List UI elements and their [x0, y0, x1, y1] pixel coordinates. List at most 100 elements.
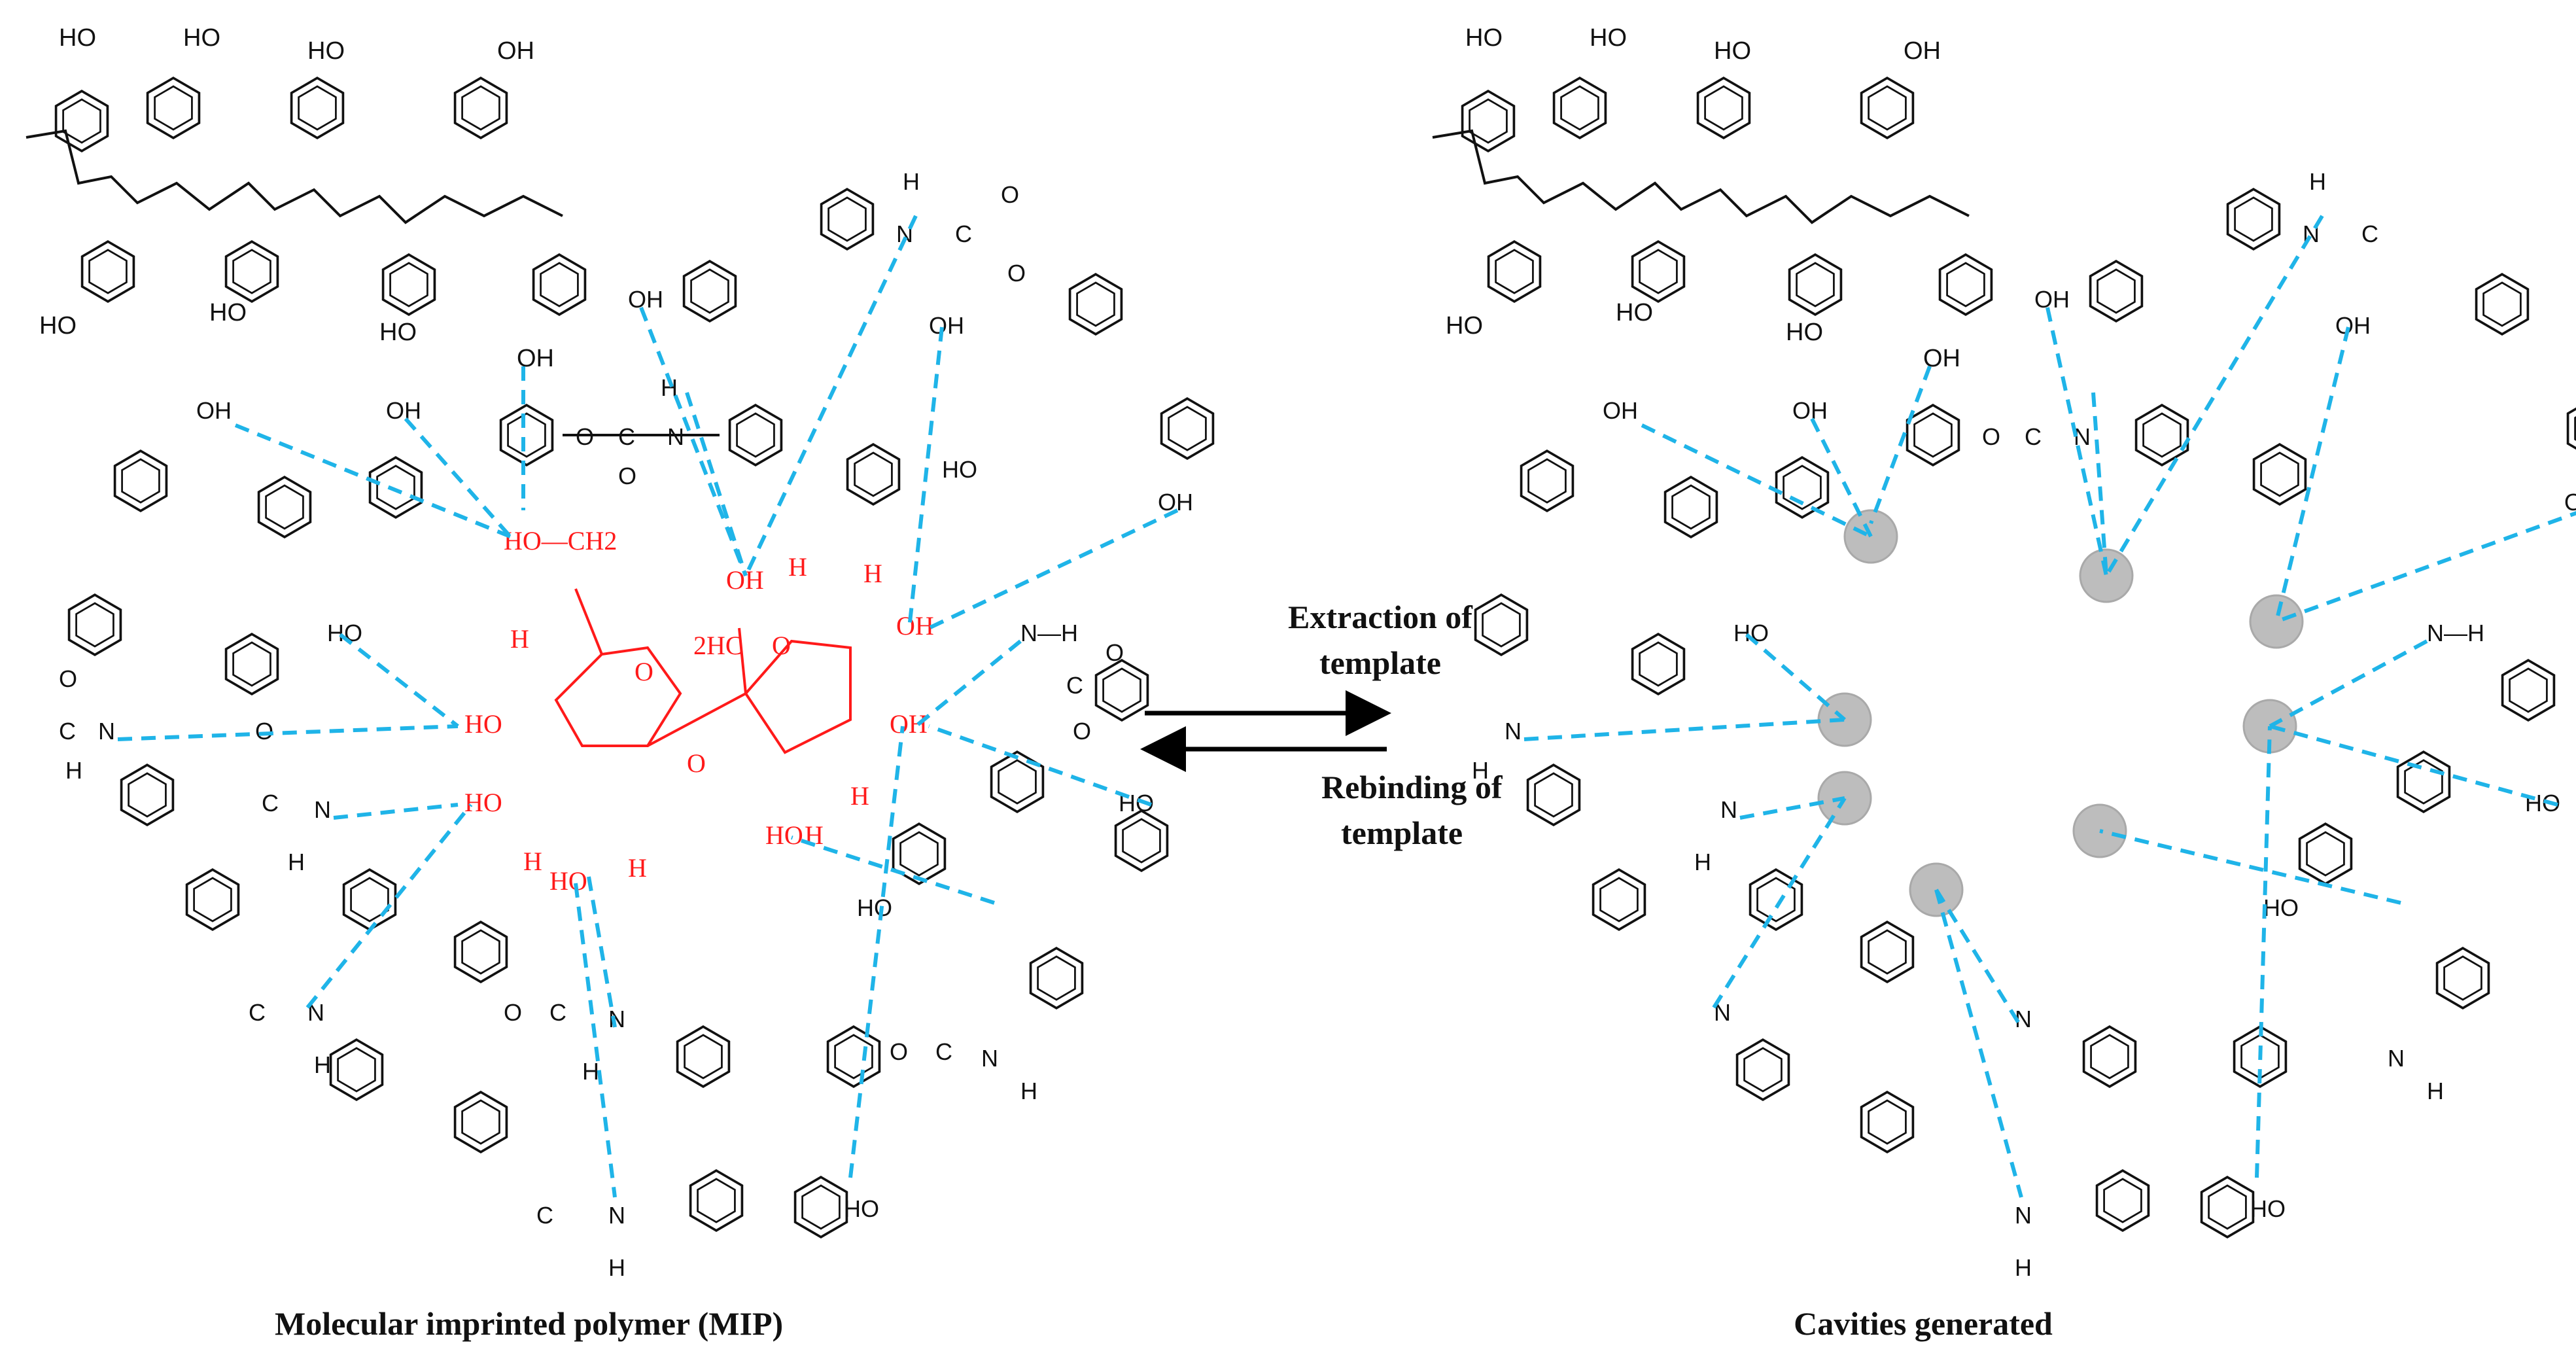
n-label: N	[667, 423, 684, 450]
template-ho-label: HO	[464, 788, 502, 817]
template-ho-label: HO	[765, 820, 803, 850]
n-label: N	[98, 718, 115, 745]
n-label: N	[981, 1045, 998, 1072]
oh-label: HO	[59, 24, 96, 52]
n-label: N	[2074, 423, 2091, 450]
o-label: O	[504, 999, 522, 1026]
h-label: H	[314, 1051, 331, 1078]
template-h-label: H	[510, 624, 529, 654]
oh-label: HO	[1465, 24, 1503, 52]
oh-label: OH	[386, 397, 421, 424]
template-oh-label: OH	[896, 611, 934, 641]
hydrogen-bonds-left	[117, 215, 1179, 1198]
n-label: N	[1505, 718, 1522, 745]
h-label: H	[1694, 849, 1711, 875]
oh-label: OH	[628, 286, 663, 313]
o-label: O	[890, 1038, 908, 1065]
rebinding-label-line2: template	[1341, 815, 1463, 851]
extraction-label-line2: template	[1319, 644, 1441, 681]
oh-label: OH	[1904, 37, 1941, 65]
template-h-label: H	[863, 559, 882, 588]
sucrose-template: HO—CH2 2HC OH OH OH HO HO HO HO O O O H …	[464, 526, 934, 896]
template-o-label: O	[772, 631, 791, 660]
h-label: H	[1472, 757, 1489, 784]
ho-label: HO	[1446, 312, 1483, 340]
c-label: C	[955, 220, 972, 247]
ho-label: HO	[844, 1195, 879, 1222]
template-oh-label: OH	[726, 565, 764, 595]
carbamate-chain-top-right: N H C O O OH OH OH	[628, 168, 1215, 516]
extraction-label-line1: Extraction of	[1288, 599, 1473, 635]
nh-label: N—H	[1020, 620, 1078, 646]
ho-label: HO	[209, 299, 247, 326]
mip-caption: Molecular imprinted polymer (MIP)	[275, 1305, 783, 1342]
hydrogen-bonds-right	[1523, 215, 2576, 1198]
cavities	[1817, 509, 2304, 917]
h-label: H	[1020, 1078, 1037, 1104]
template-ho-label: HO	[549, 866, 587, 896]
c-label: C	[935, 1038, 952, 1065]
o-label: O	[1105, 639, 1124, 666]
mip-panel: HO HO HO OH HO HO HO OH O C O N H HO	[26, 24, 1215, 1342]
template-h-label: H	[628, 853, 647, 883]
o-label: O	[59, 665, 77, 692]
template-oh-label: OH	[890, 709, 928, 739]
o-label: O	[618, 463, 636, 489]
c-label: C	[2361, 220, 2378, 247]
n-label: N	[1720, 796, 1737, 823]
cavity	[2249, 594, 2304, 649]
oh-label: OH	[2034, 286, 2070, 313]
oh-label: OH	[929, 312, 964, 339]
template-h-label: H	[850, 781, 869, 811]
n-label: N	[608, 1202, 625, 1229]
rebinding-label-line1: Rebinding of	[1321, 769, 1503, 805]
n-label: N	[2015, 1202, 2032, 1229]
top-backbone: HO HO HO OH HO HO HO OH	[26, 24, 587, 372]
c-label: C	[549, 999, 566, 1026]
oh-label: HO	[1714, 37, 1751, 65]
c-label: C	[59, 718, 76, 745]
o-label: O	[1982, 423, 2000, 450]
o-label: O	[255, 718, 273, 745]
c-label: C	[262, 790, 279, 817]
ho-label: HO	[2250, 1195, 2286, 1222]
oh-label: HO	[1590, 24, 1627, 52]
c-label: C	[618, 423, 635, 450]
h-label: H	[2309, 168, 2326, 195]
n-label: N	[608, 1006, 625, 1032]
oh-label: OH	[2564, 489, 2576, 516]
c-label: C	[2025, 423, 2042, 450]
template-h-label: H	[788, 552, 807, 582]
n-label: N	[2388, 1045, 2405, 1072]
h-label: H	[65, 757, 82, 784]
cavities-caption: Cavities generated	[1794, 1305, 2053, 1342]
oh-label: HO	[857, 894, 892, 921]
h-label: H	[903, 168, 920, 195]
ho-label: HO	[379, 319, 417, 346]
cavity-panel: HO HO HO OH HO HO HO OH	[1432, 24, 2576, 1342]
template-o-label: O	[635, 657, 653, 686]
o-label: O	[1073, 718, 1091, 745]
h-label: H	[288, 849, 305, 875]
carbamate-chain-lower: C N H O C N H O C N H C N H HO HO HO N—H…	[120, 620, 1169, 1281]
oh-label: OH	[2335, 312, 2371, 339]
h-label: H	[2015, 1254, 2032, 1281]
oh-label: OH	[1792, 397, 1828, 424]
ho-label: HO	[39, 312, 77, 340]
ho-label: HO	[327, 620, 362, 646]
oh-label: HO	[183, 24, 220, 52]
nh-label: N—H	[2427, 620, 2484, 646]
carbamate-chain-upper: O C O N H HO	[499, 374, 977, 506]
o-label: O	[576, 423, 594, 450]
c-label: C	[536, 1202, 553, 1229]
template-2hc-label: 2HC	[693, 631, 743, 660]
oh-label: HO	[942, 456, 977, 483]
c-label: C	[249, 999, 266, 1026]
template-o-label: O	[687, 748, 706, 778]
oh-label: OH	[1603, 397, 1638, 424]
h-label: H	[608, 1254, 625, 1281]
top-backbone-right: HO HO HO OH HO HO HO OH	[1432, 24, 1993, 372]
ho-label: HO	[1616, 299, 1653, 326]
oh-label: OH	[196, 397, 232, 424]
